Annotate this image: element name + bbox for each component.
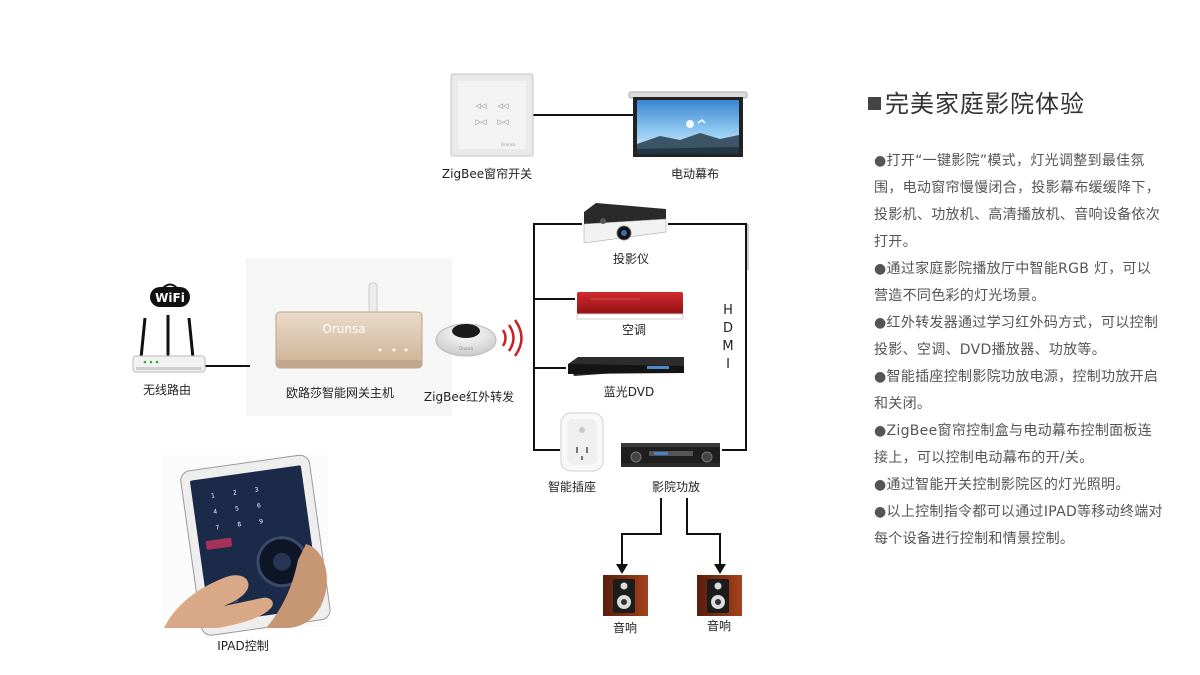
air-conditioner xyxy=(577,292,683,319)
description-item: ●以上控制指令都可以通过IPAD等移动终端对每个设备进行控制和情景控制。 xyxy=(874,499,1164,553)
ir-brand-text: Orunsa xyxy=(459,346,474,351)
description-item: ●红外转发器通过学习红外码方式，可以控制投影、空调、DVD播放器、功放等。 xyxy=(874,310,1164,364)
arrow-right-speaker xyxy=(714,564,726,574)
panel-title-text: 完美家庭影院体验 xyxy=(885,90,1085,118)
ir-forwarder-label: ZigBee红外转发 xyxy=(424,388,514,405)
description-item: ●智能插座控制影院功放电源，控制功放开启和关闭。 xyxy=(874,364,1164,418)
svg-text:◁◁: ◁◁ xyxy=(476,102,487,110)
speaker-left-label: 音响 xyxy=(613,619,637,636)
router-label: 无线路由 xyxy=(143,381,191,398)
projector-label: 投影仪 xyxy=(613,250,649,267)
wifi-badge-text: WiFi xyxy=(155,291,185,305)
router xyxy=(133,315,205,372)
projector xyxy=(584,203,666,243)
arrow-left-speaker xyxy=(616,564,628,574)
panel-title: 完美家庭影院体验 xyxy=(868,84,1085,119)
motorized-screen xyxy=(629,92,747,157)
svg-text:▷◁: ▷◁ xyxy=(476,118,487,126)
hdmi-label: H D M I xyxy=(721,302,735,374)
title-square-icon xyxy=(868,97,881,110)
description-list: ●打开“一键影院”模式，灯光调整到最佳氛围，电动窗帘慢慢闭合，投影幕布缓缓降下，… xyxy=(874,148,1164,553)
curtain-switch: ◁◁ ◁◁ ▷◁ ▷◁ Orunsa xyxy=(451,74,533,156)
ipad-label: IPAD控制 xyxy=(217,637,268,654)
smart-plug xyxy=(561,413,603,471)
bluray-dvd xyxy=(568,357,684,376)
speaker-right-label: 音响 xyxy=(707,617,731,634)
description-item: ●打开“一键影院”模式，灯光调整到最佳氛围，电动窗帘慢慢闭合，投影幕布缓缓降下，… xyxy=(874,148,1164,256)
speaker-left xyxy=(603,575,648,616)
line-amp-to-left-speaker xyxy=(622,498,661,566)
av-amplifier xyxy=(621,443,720,467)
hdmi-letter: D xyxy=(721,320,735,338)
description-item: ●通过智能开关控制影院区的灯光照明。 xyxy=(874,472,1164,499)
hdmi-letter: I xyxy=(721,356,735,374)
plug-label: 智能插座 xyxy=(548,478,596,495)
curtain-switch-label: ZigBee窗帘开关 xyxy=(442,165,532,182)
dvd-label: 蓝光DVD xyxy=(604,383,654,400)
hdmi-letter: H xyxy=(721,302,735,320)
curtain-brand-text: Orunsa xyxy=(501,142,516,147)
description-item: ●通过家庭影院播放厅中智能RGB 灯，可以营造不同色彩的灯光场景。 xyxy=(874,256,1164,310)
svg-text:▷◁: ▷◁ xyxy=(498,118,509,126)
hdmi-letter: M xyxy=(721,338,735,356)
svg-text:◁◁: ◁◁ xyxy=(498,102,509,110)
wifi-icon: WiFi xyxy=(150,285,190,308)
speaker-right xyxy=(697,575,742,616)
gateway-brand-text: Orunsa xyxy=(322,322,365,336)
screen-label: 电动幕布 xyxy=(671,165,719,182)
amp-label: 影院功放 xyxy=(652,478,700,495)
gateway-label: 欧路莎智能网关主机 xyxy=(286,384,394,401)
line-amp-to-right-speaker xyxy=(687,498,720,566)
ac-label: 空调 xyxy=(622,321,646,338)
description-item: ●ZigBee窗帘控制盒与电动幕布控制面板连接上，可以控制电动幕布的开/关。 xyxy=(874,418,1164,472)
